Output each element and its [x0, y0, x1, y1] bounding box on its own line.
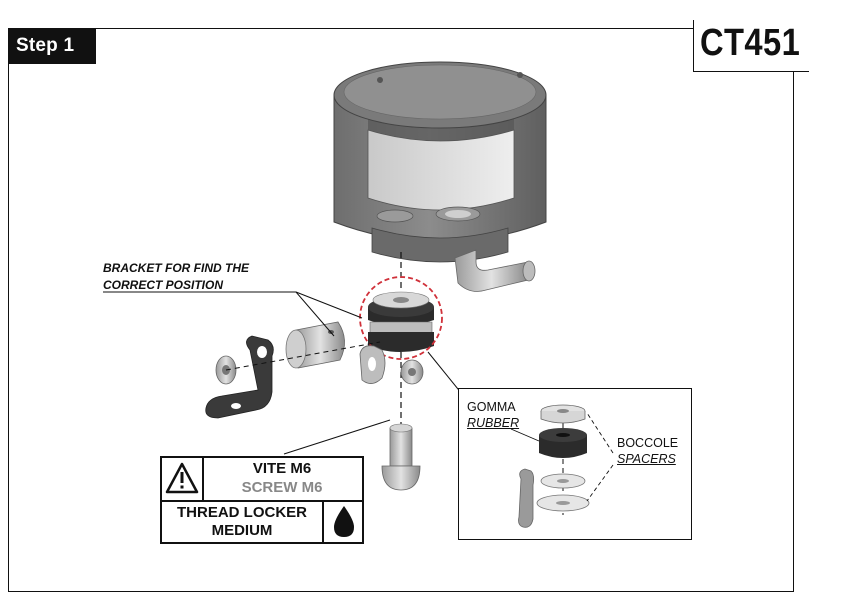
instruction-frame	[8, 28, 794, 592]
thread-locker-line2: MEDIUM	[211, 522, 273, 539]
screw-leader-line	[283, 419, 391, 455]
thread-locker-line1: THREAD LOCKER	[177, 504, 307, 521]
rubber-label-en: RUBBER	[467, 416, 520, 430]
bracket-parts	[205, 321, 424, 419]
spacers-label: BOCCOLE SPACERS	[617, 435, 678, 467]
warning-triangle-icon	[165, 462, 199, 494]
fluid-reservoir	[333, 61, 547, 292]
bracket-callout-line2: CORRECT POSITION	[103, 278, 224, 292]
thread-locker-text: THREAD LOCKER MEDIUM	[162, 504, 322, 540]
screw-label-en: SCREW M6	[241, 479, 323, 496]
spacers-label-it: BOCCOLE	[617, 436, 679, 450]
product-code-box	[693, 20, 809, 72]
warning-triangle-cell	[162, 458, 204, 500]
screw-m6	[381, 423, 421, 491]
spacer-stack	[368, 291, 434, 352]
screw-warning-box: VITE M6 SCREW M6 THREAD LOCKER MEDIUM	[160, 456, 364, 544]
product-code: CT451	[700, 22, 801, 64]
highlight-circle	[359, 276, 443, 360]
drop-icon	[334, 506, 354, 537]
warning-top-row: VITE M6 SCREW M6	[162, 458, 362, 502]
inset-drawing	[510, 404, 614, 528]
callout-leader-spacer	[295, 291, 363, 319]
bracket-callout-line1: BRACKET FOR FIND THE	[103, 261, 249, 275]
detail-leader-line	[427, 351, 463, 395]
spacers-label-en: SPACERS	[617, 452, 676, 466]
bracket-callout-text: BRACKET FOR FIND THE CORRECT POSITION	[103, 260, 249, 294]
step-badge: Step 1	[8, 28, 96, 64]
rubber-label: GOMMA RUBBER	[467, 399, 519, 431]
bracket-axis-line	[225, 341, 381, 371]
screw-label-it: VITE M6	[252, 460, 312, 477]
rubber-label-it: GOMMA	[467, 400, 516, 414]
detail-inset: GOMMA RUBBER BOCCOLE SPACERS	[458, 388, 692, 540]
drop-cell	[322, 500, 364, 542]
